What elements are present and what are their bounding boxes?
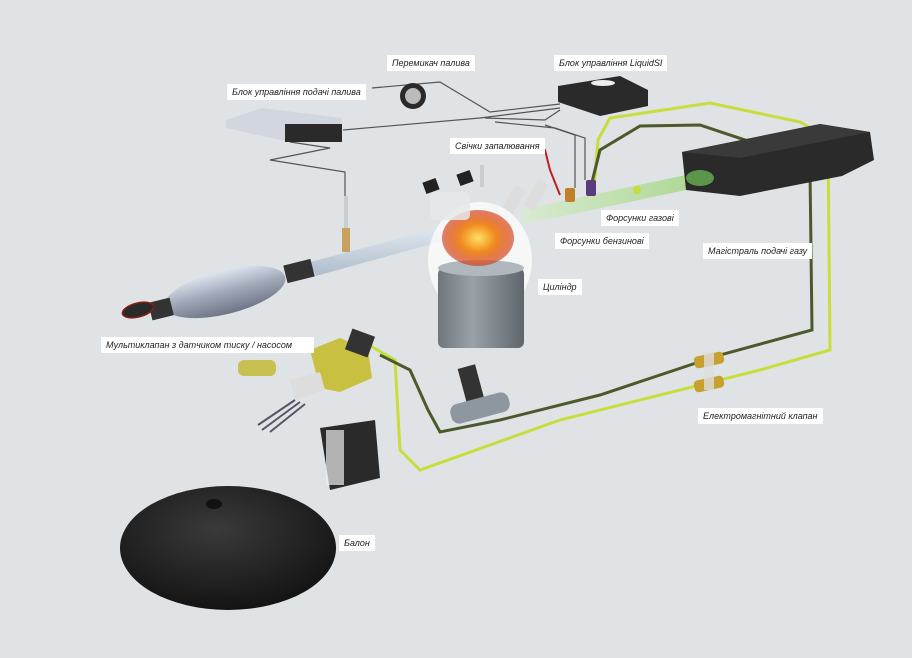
rail-sensor: [633, 186, 641, 194]
gas-tank: [120, 486, 336, 610]
fuel-rail: [520, 172, 705, 224]
signal-wires: [269, 81, 586, 232]
gas-injector: [586, 180, 596, 196]
fuel-ecu-unit: [226, 108, 342, 142]
liquidsi-ecu-unit: [558, 76, 648, 116]
gas-line-light: [359, 101, 832, 472]
gas-box-unit: [682, 124, 874, 196]
exhaust-system: [121, 196, 446, 321]
engine-cylinder: [422, 165, 549, 424]
label-petrol-injectors: Форсунки бензинові: [555, 233, 649, 249]
petrol-injector: [565, 188, 575, 202]
label-liquidsi-ecu: Блок управління LiquidSI: [554, 55, 668, 71]
multivalve-unit: [238, 328, 380, 490]
label-cylinder: Циліндр: [538, 279, 582, 295]
label-gas-injectors: Форсунки газові: [601, 210, 679, 226]
label-tank: Балон: [339, 535, 375, 551]
label-fuel-switch: Перемикач палива: [387, 55, 475, 71]
label-fuel-ecu: Блок управління подачі палива: [227, 84, 366, 100]
gas-line-dark: [379, 123, 814, 434]
label-multivalve: Мультиклапан з датчиком тиску / насосом: [101, 337, 315, 353]
solenoid-valves: [693, 351, 725, 393]
label-solenoid-valve: Електромагнітний клапан: [698, 408, 823, 424]
fuel-switch-unit: [400, 83, 426, 109]
label-gas-line: Магістраль подачі газу: [703, 243, 813, 259]
label-spark-plugs: Свічки запалювання: [450, 138, 545, 154]
